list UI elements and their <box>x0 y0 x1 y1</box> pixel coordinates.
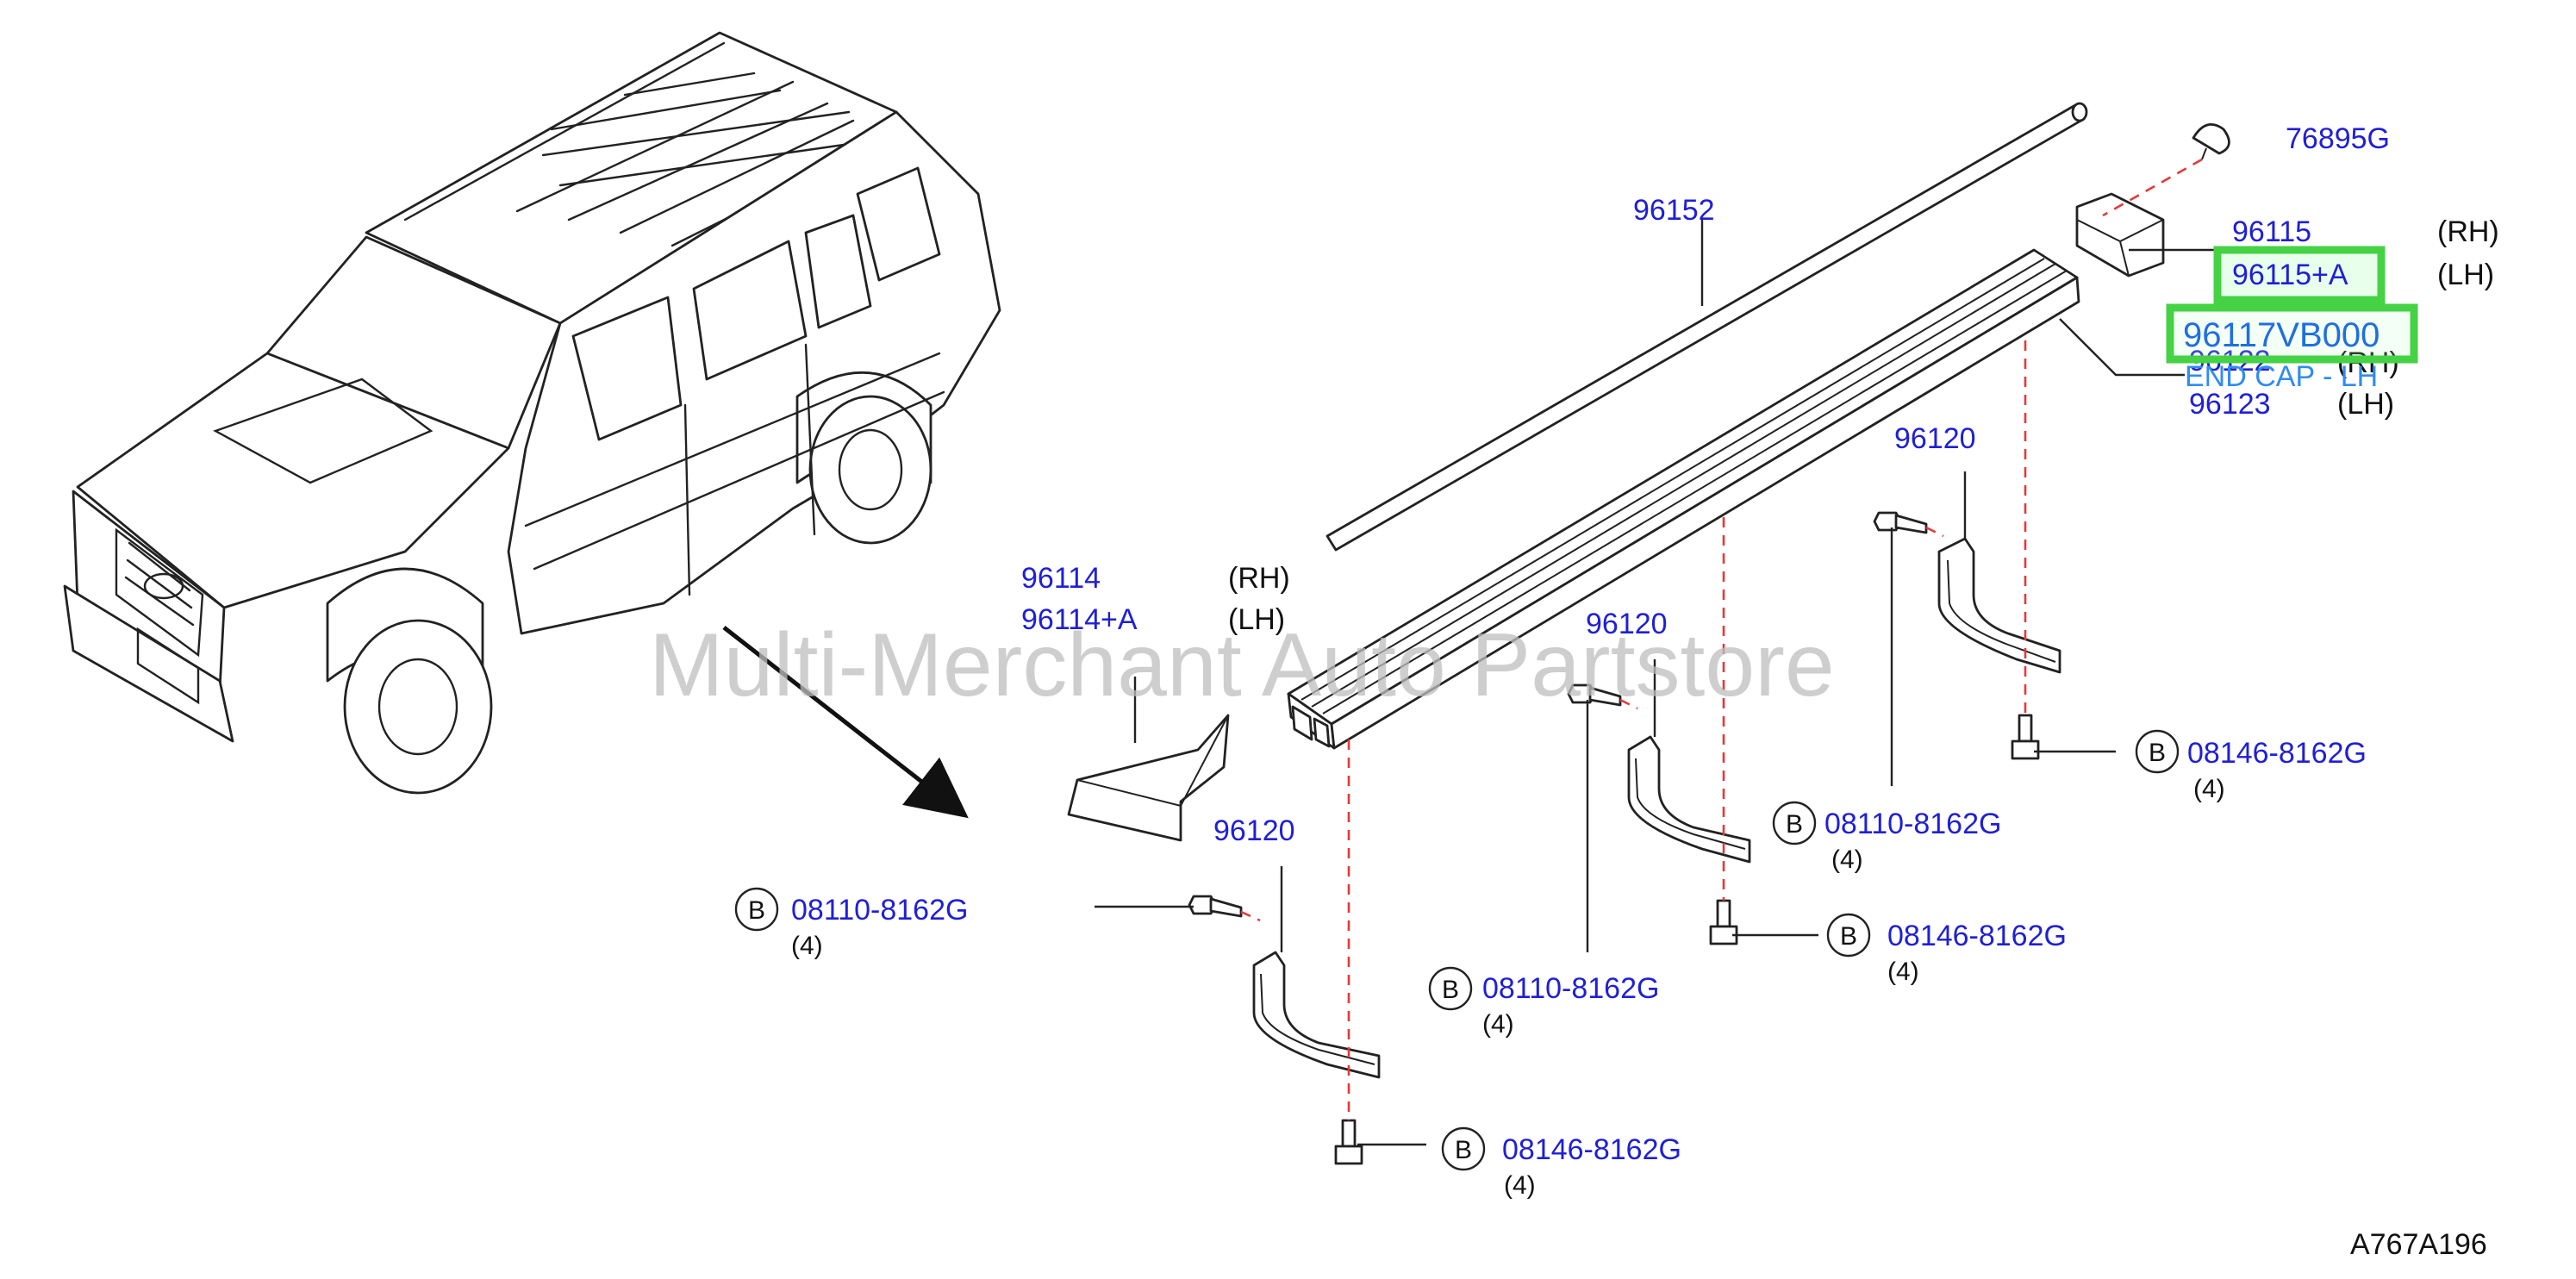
label-96120-left: 96120 <box>1213 814 1295 847</box>
label-08110-left: 08110-8162G <box>791 894 968 926</box>
callout-08146-mid: B 08146-8162G (4) <box>1826 913 2067 986</box>
leader-lines <box>1095 220 2224 1146</box>
bolt-marker: B <box>1442 976 1459 1004</box>
highlight-96117vb000 <box>2166 303 2418 364</box>
moulding-rod <box>1325 102 2088 552</box>
end-cap-front <box>1067 714 1230 842</box>
label-end-cap-lh: END CAP - LH <box>2185 360 2378 393</box>
label-96120-mid: 96120 <box>1586 608 1668 640</box>
bracket-left <box>1252 951 1381 1079</box>
qty-08146-left: (4) <box>1504 1171 1536 1200</box>
bolt-08146-mid <box>1709 899 1738 945</box>
side-lh-96115a: (LH) <box>2437 259 2494 291</box>
callout-08146-right: B 08146-8162G (4) <box>2135 729 2367 803</box>
bolt-marker: B <box>1840 922 1857 951</box>
label-08110-mid: 08110-8162G <box>1482 972 1659 1005</box>
side-rh-96115: (RH) <box>2437 215 2499 248</box>
label-96114: 96114 <box>1021 562 1101 595</box>
bolt-08146-right <box>2011 714 2040 760</box>
label-76895g: 76895G <box>2286 122 2390 155</box>
direction-arrow <box>722 626 969 819</box>
label-96123: 96123 <box>2189 388 2271 421</box>
side-rh-96114: (RH) <box>1228 562 1290 595</box>
qty-08110-mid: (4) <box>1482 1010 1514 1039</box>
label-96117vb000: 96117VB000 <box>2183 316 2380 354</box>
diagram-code: A767A196 <box>2350 1228 2487 1261</box>
qty-08110-left: (4) <box>791 932 823 960</box>
step-rail <box>1287 248 2080 750</box>
bolt-08110-mid <box>1567 683 1622 707</box>
bolt-08110-right <box>1873 511 1928 534</box>
label-08110-right: 08110-8162G <box>1824 808 2001 840</box>
label-96114a: 96114+A <box>1021 603 1138 636</box>
assembly-lines <box>1240 158 2203 1120</box>
label-08146-mid: 08146-8162G <box>1887 920 2067 952</box>
callout-08110-right: B 08110-8162G (4) <box>1772 801 2001 874</box>
label-96115: 96115 <box>2232 215 2311 248</box>
bolt-08146-left <box>1334 1119 1363 1165</box>
label-08146-right: 08146-8162G <box>2187 737 2367 770</box>
clip <box>2192 122 2230 155</box>
callout-08110-left: B 08110-8162G (4) <box>734 887 968 960</box>
qty-08146-mid: (4) <box>1887 958 1919 986</box>
bolt-08110-left <box>1188 895 1243 918</box>
qty-08146-right: (4) <box>2193 775 2225 803</box>
label-08146-left: 08146-8162G <box>1502 1133 1681 1166</box>
bolt-marker: B <box>1455 1136 1472 1164</box>
side-lh-96114a: (LH) <box>1228 603 1285 636</box>
label-96152: 96152 <box>1633 194 1715 227</box>
label-96115a: 96115+A <box>2232 259 2348 291</box>
bracket-mid <box>1627 735 1751 864</box>
callout-08110-mid: B 08110-8162G (4) <box>1428 966 1659 1039</box>
watermark: Multi-Merchant Auto Partstore <box>649 615 1835 715</box>
bracket-right <box>1937 537 2061 674</box>
bolt-marker: B <box>1786 810 1803 839</box>
side-lh-96123: (LH) <box>2337 388 2394 421</box>
bolt-marker: B <box>748 896 765 925</box>
qty-08110-right: (4) <box>1831 845 1863 874</box>
bolt-marker: B <box>2149 739 2166 767</box>
callout-08146-left: B 08146-8162G (4) <box>1441 1126 1681 1200</box>
vehicle-illustration <box>63 31 1001 795</box>
end-bracket <box>2075 192 2165 278</box>
label-96120-right: 96120 <box>1894 422 1976 455</box>
highlight-96115a <box>2213 246 2386 304</box>
